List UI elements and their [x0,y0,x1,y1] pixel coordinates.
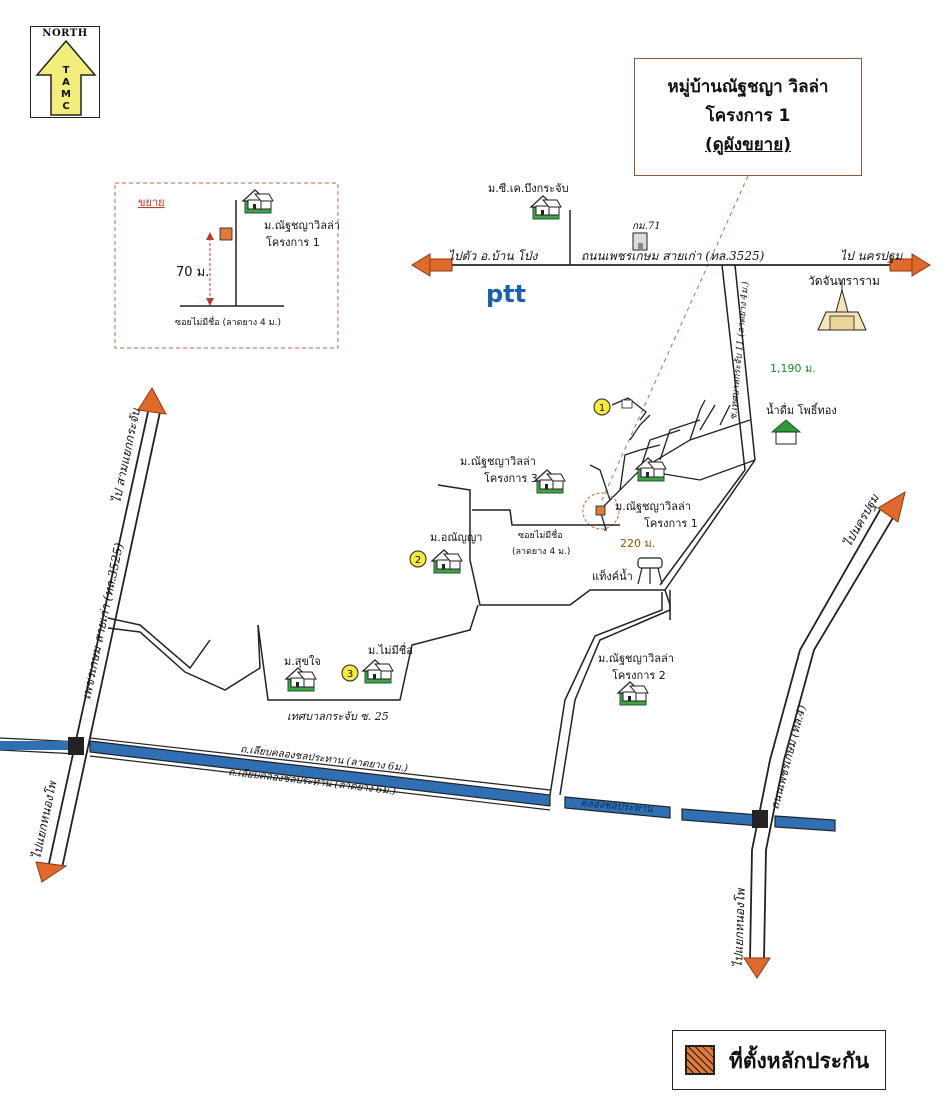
label-v3-proj: โครงการ 3 [484,471,538,485]
leader-line [601,175,749,501]
road-phetkasem-old [411,253,931,277]
label-v2-name: ม.ณัฐชญาวิลล่า [598,652,674,665]
inset-project-label: โครงการ 1 [266,235,320,249]
label-phetkasem-old: ถนนเพชรเกษม สายเก่า (ทล.3525) [581,249,765,263]
inset-soi-label: ซอยไม่มีชื่อ (ลาดยาง 4 ม.) [175,315,281,328]
temple-icon [817,280,867,331]
north-label: NORTH [42,28,88,39]
marker-3-label: 3 [347,669,353,680]
water-shop-icon [770,419,802,445]
label-soi-noname: ซอยไม่มีชื่อ [518,528,563,541]
title-see-inset: (ดูผังขยาย) [705,135,791,155]
label-dist-220: 220 ม. [620,537,655,550]
legend-collateral-label: ที่ตั้งหลักประกัน [729,1049,870,1073]
north-indicator: NORTH T A M C [30,26,100,118]
inset-map: ขยาย 70 ม. ม.ณัฐชญาวิลล่า โครงการ 1 ซอยไ… [114,182,340,349]
water-tower-icon [637,557,663,585]
label-to-ban-pong: ไปตัว อ.บ้าน โป่ง [448,249,538,263]
marker-3 [341,664,359,682]
label-v2-proj: โครงการ 2 [612,668,666,682]
marker-1 [593,398,611,416]
ptt-logo: ptt [486,280,526,308]
village1-road-network [589,397,756,531]
canal [0,737,836,832]
label-v1-proj: โครงการ 1 [644,516,698,530]
north-letter-m: M [61,89,71,100]
north-letter-c: C [62,101,69,112]
road-phetkasem-4 [743,490,906,979]
title-project: โครงการ 1 [705,106,791,126]
label-water-shop: น้ำดื่ม โพธิ์ทอง [766,402,837,417]
label-to-nong-pho-left: ไปแยกหนองโพ [29,779,59,860]
north-letter-a: A [62,77,70,88]
road-soi25 [107,604,479,701]
site-dashed-circle [582,492,620,530]
km-marker-icon [632,232,648,251]
label-ck-village: ม.ซี.เค.บึงกระจับ [488,182,569,195]
collateral-marker [595,505,606,516]
label-wat: วัดจันทราราม [808,274,880,288]
title-village: หมู่บ้านณัฐชญา วิลล่า [667,77,829,97]
marker-2-label: 2 [415,555,421,566]
label-to-nakhon-pathom: ไป นครปฐม [840,249,903,264]
marker-1-label: 1 [599,403,605,414]
inset-distance: 70 ม. [176,265,209,280]
label-soi25: เทศบาลกระจับ ซ. 25 [287,710,389,723]
label-phetkasem-4: ถนนเพชรเกษม (ทล.4) [768,703,808,810]
title-box: หมู่บ้านณัฐชญา วิลล่า โครงการ 1 (ดูผังขย… [634,58,862,176]
label-dist-1190: 1,190 ม. [770,362,816,375]
label-km71: กม.71 [632,221,661,232]
label-water-tower: แท็งค์น้ำ [592,568,633,583]
label-mai-mi-chue: ม.ไม่มีชื่อ [368,642,413,657]
legend-collateral-swatch [685,1045,715,1075]
inset-title: ขยาย [138,196,165,209]
legend: ที่ตั้งหลักประกัน [672,1030,886,1090]
label-soi-noname-width: (ลาดยาง 4 ม.) [512,547,570,557]
label-anyanya: ม.อณัญญา [430,531,482,544]
label-sukjai: ม.สุขใจ [284,655,321,668]
inset-collateral-marker [219,227,233,241]
road-phetkasem-left [35,387,167,883]
label-v3-name: ม.ณัฐชญาวิลล่า [460,455,536,468]
marker-2 [409,550,427,568]
north-letter-t: T [63,65,70,76]
road-to-village2 [549,590,671,796]
north-arrow-icon: T A M C [35,39,97,116]
inset-village-label: ม.ณัฐชญาวิลล่า [264,219,340,232]
label-to-nong-pho-right: ไปแยกหนองโพ [731,887,748,968]
label-v1-name: ม.ณัฐชญาวิลล่า [615,500,691,513]
